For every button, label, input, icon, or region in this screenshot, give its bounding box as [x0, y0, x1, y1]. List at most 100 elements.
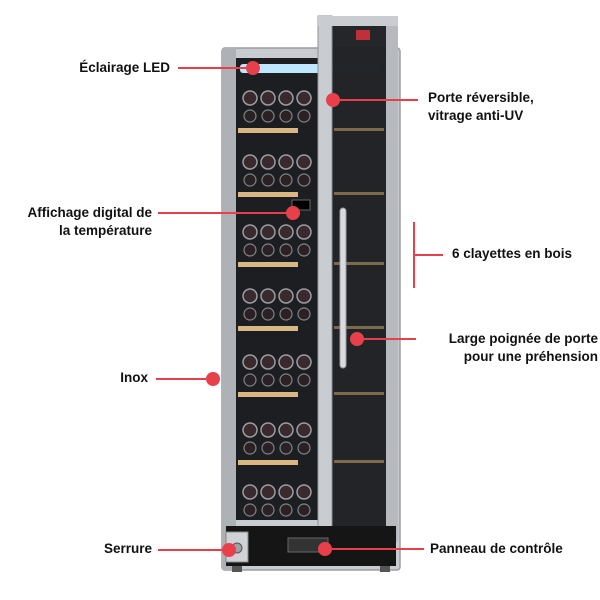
- door-handle: [339, 207, 347, 369]
- label-control-panel: Panneau de contrôle: [430, 541, 563, 556]
- bottle: [296, 354, 312, 370]
- bottle: [242, 354, 258, 370]
- bottle: [296, 154, 312, 170]
- bottle: [297, 243, 311, 257]
- callout-line-door: [340, 99, 418, 101]
- bottle: [278, 422, 294, 438]
- door-shelf-reflection: [334, 128, 384, 131]
- bottle: [261, 243, 275, 257]
- label-digital-display: Affichage digital de la température: [2, 204, 152, 240]
- callout-dot-handle: [350, 332, 364, 346]
- bottle: [279, 109, 293, 123]
- callout-line-led: [178, 67, 246, 69]
- bottle: [261, 441, 275, 455]
- bottle: [243, 307, 257, 321]
- door-shelf-reflection: [334, 392, 384, 395]
- callout-line-inox: [156, 378, 206, 380]
- bottle: [261, 109, 275, 123]
- bottle: [242, 422, 258, 438]
- callout-line-display: [158, 212, 286, 214]
- label-reversible-door-line1: Porte réversible,: [428, 90, 534, 105]
- door-shelves: [334, 128, 384, 463]
- door-shelf-reflection: [334, 460, 384, 463]
- bottle: [243, 503, 257, 517]
- bottle: [260, 154, 276, 170]
- bottle: [279, 441, 293, 455]
- callout-line-control-panel: [332, 548, 424, 550]
- door-shelf-reflection: [334, 262, 384, 265]
- bottle: [297, 173, 311, 187]
- bottle: [279, 307, 293, 321]
- bottle: [296, 288, 312, 304]
- bottle: [261, 307, 275, 321]
- door-badge: [356, 30, 370, 40]
- bottle: [260, 224, 276, 240]
- wood-shelf: [238, 192, 298, 197]
- bottle: [242, 484, 258, 500]
- bottle: [297, 503, 311, 517]
- door-shelf-reflection: [334, 326, 384, 329]
- label-shelves: 6 clayettes en bois: [452, 246, 573, 261]
- label-digital-display-line1: Affichage digital de: [27, 205, 152, 220]
- wood-shelf: [238, 128, 298, 133]
- door-frame-top: [318, 16, 398, 26]
- wood-shelf: [238, 262, 298, 267]
- callout-dot-inox: [206, 372, 220, 386]
- bottle: [296, 224, 312, 240]
- shelves: [238, 128, 298, 465]
- bottle: [278, 90, 294, 106]
- label-handle-line1: Large poignée de porte: [448, 331, 598, 346]
- label-inox: Inox: [120, 370, 148, 385]
- label-digital-display-line2: la température: [58, 223, 152, 238]
- wood-shelf: [238, 460, 298, 465]
- bottle: [279, 173, 293, 187]
- door-frame-right: [386, 24, 398, 542]
- bottle: [242, 288, 258, 304]
- callout-dot-control-panel: [318, 542, 332, 556]
- callout-line-lock: [158, 549, 222, 551]
- bottle: [279, 503, 293, 517]
- bottle: [296, 90, 312, 106]
- callout-dot-lock: [222, 543, 236, 557]
- bottle: [261, 503, 275, 517]
- door-shelf-reflection: [334, 192, 384, 195]
- callout-dot-led: [246, 61, 260, 75]
- bottle: [297, 441, 311, 455]
- foot-right: [380, 566, 390, 572]
- bottle: [278, 354, 294, 370]
- label-lock: Serrure: [103, 541, 152, 556]
- bottle: [296, 422, 312, 438]
- label-reversible-door-line2: vitrage anti-UV: [428, 108, 524, 123]
- callout-line-shelves: [415, 254, 443, 256]
- bottles: [242, 90, 312, 517]
- label-handle: Large poignée de porte pour une préhensi…: [424, 330, 598, 366]
- bottle: [296, 484, 312, 500]
- bottle: [243, 173, 257, 187]
- bottle: [297, 109, 311, 123]
- bottle: [261, 373, 275, 387]
- label-led: Éclairage LED: [79, 60, 170, 75]
- callout-line-handle: [364, 338, 416, 340]
- bottle: [260, 354, 276, 370]
- callout-dot-door: [326, 93, 340, 107]
- bottle: [242, 224, 258, 240]
- bottle: [242, 154, 258, 170]
- wood-shelf: [238, 392, 298, 397]
- bottle: [278, 154, 294, 170]
- bottle: [278, 224, 294, 240]
- bottle: [278, 484, 294, 500]
- bottle: [279, 373, 293, 387]
- bottle: [297, 307, 311, 321]
- label-reversible-door: Porte réversible, vitrage anti-UV: [428, 89, 598, 125]
- bottle: [261, 173, 275, 187]
- bottle: [260, 288, 276, 304]
- bottle: [260, 484, 276, 500]
- foot-left: [232, 566, 242, 572]
- bottle: [297, 373, 311, 387]
- cabinet-side-left: [222, 48, 236, 570]
- bottle: [243, 109, 257, 123]
- bottle: [242, 90, 258, 106]
- wood-shelf: [238, 326, 298, 331]
